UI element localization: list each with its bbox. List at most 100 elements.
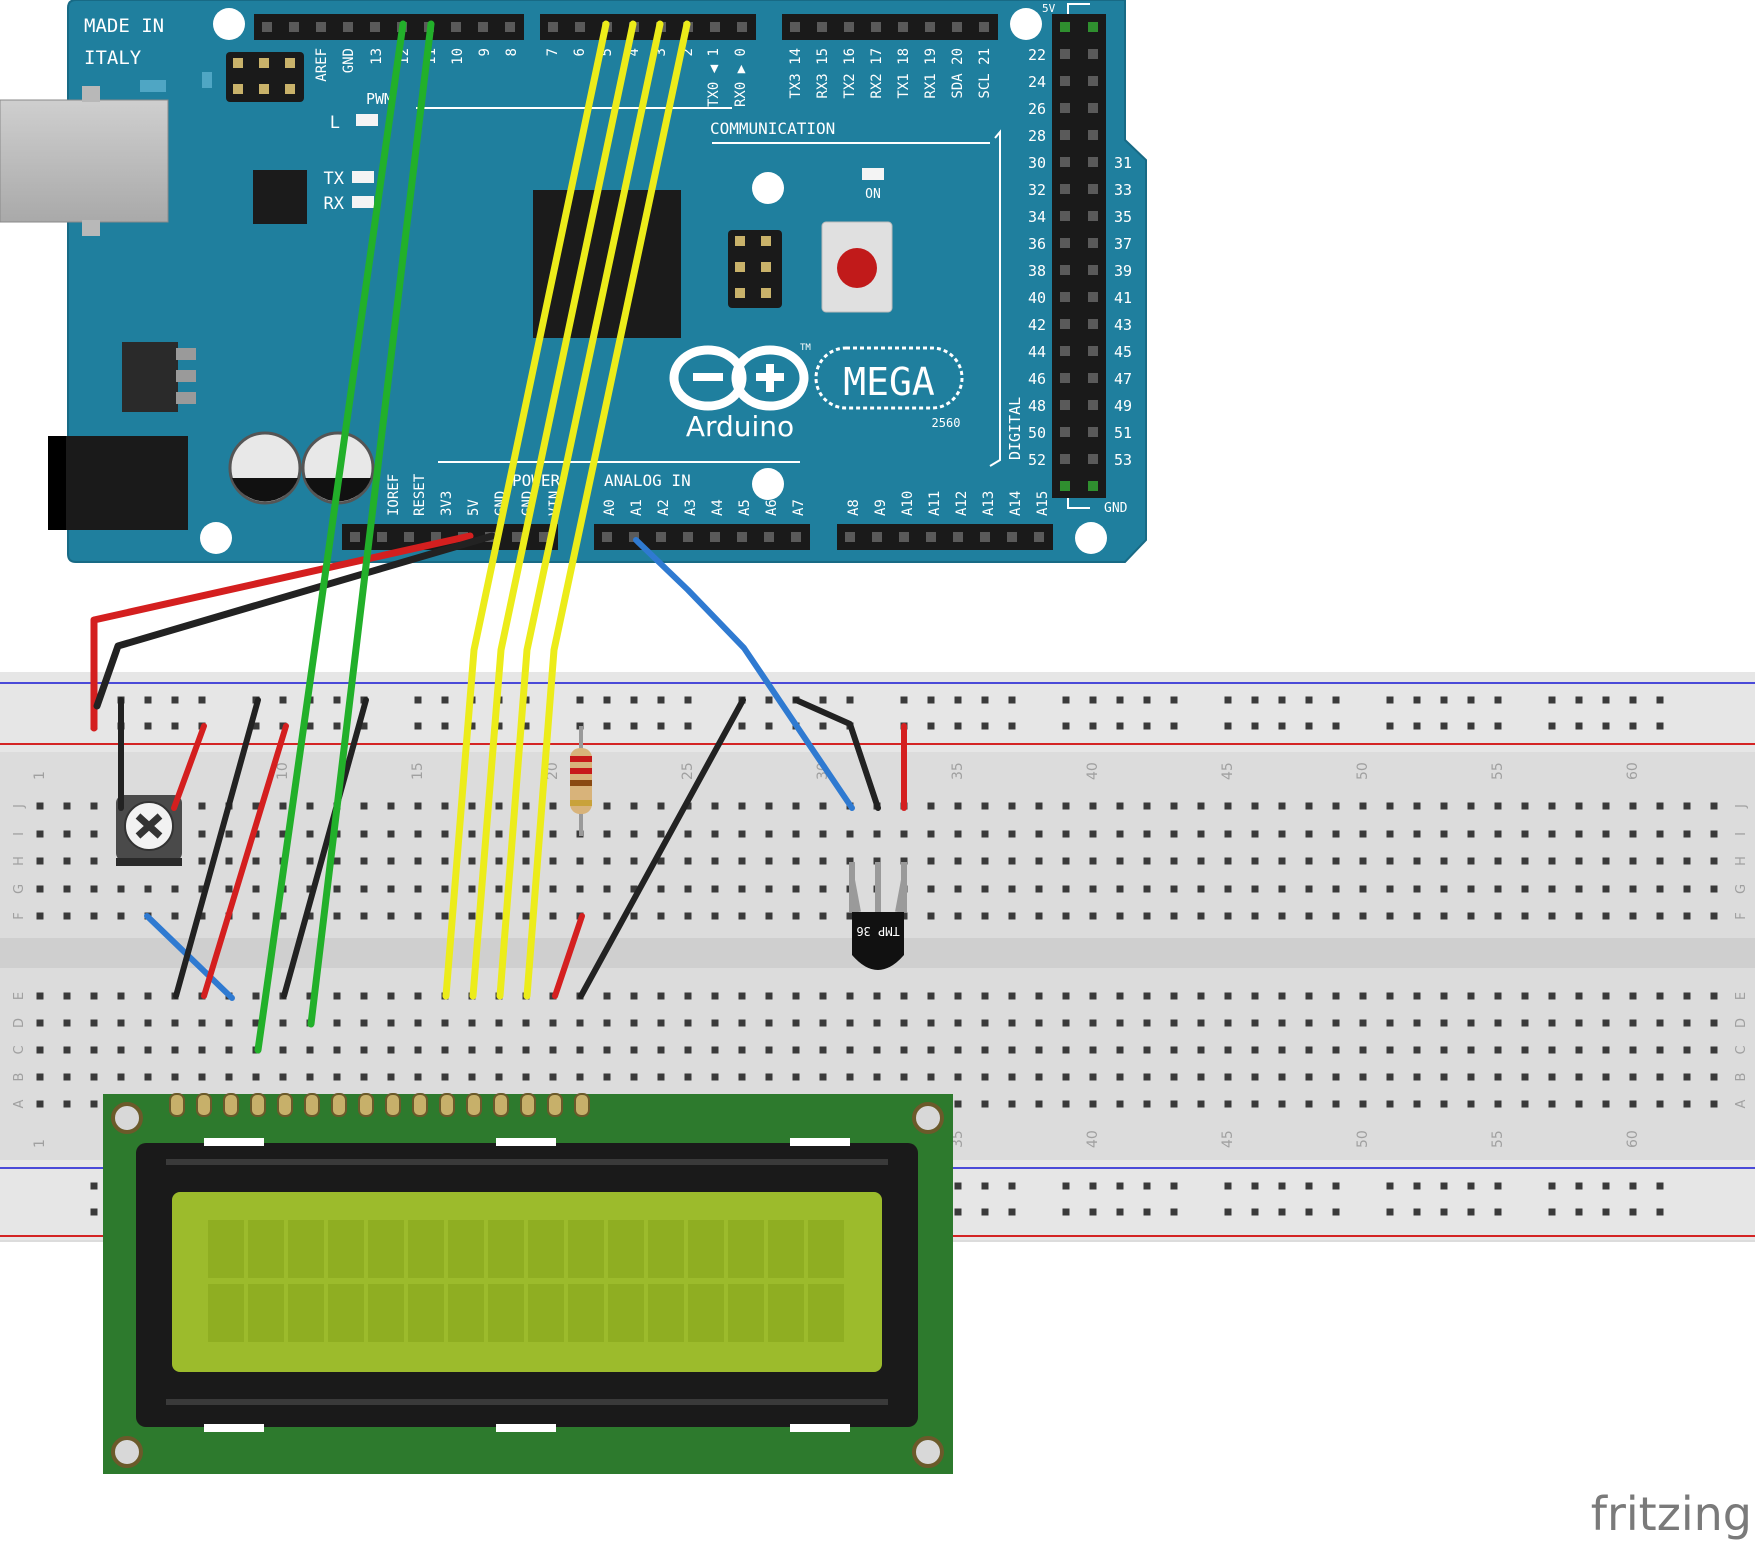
breadboard-hole	[117, 992, 125, 1000]
row-label: H	[12, 856, 27, 866]
breadboard-hole	[1440, 885, 1448, 893]
breadboard-hole	[198, 1073, 206, 1081]
breadboard-hole	[171, 1073, 179, 1081]
breadboard-hole	[522, 912, 530, 920]
breadboard-hole	[1467, 885, 1475, 893]
breadboard-hole	[1548, 1208, 1556, 1216]
breadboard-hole	[603, 885, 611, 893]
breadboard-hole	[1494, 857, 1502, 865]
breadboard-hole	[1440, 912, 1448, 920]
breadboard-hole	[954, 1182, 962, 1190]
breadboard-hole	[1683, 992, 1691, 1000]
breadboard-hole	[333, 696, 341, 704]
breadboard-hole	[1656, 1182, 1664, 1190]
breadboard-hole	[1548, 885, 1556, 893]
breadboard-hole	[117, 1046, 125, 1054]
breadboard-hole	[981, 992, 989, 1000]
breadboard-hole	[495, 802, 503, 810]
breadboard-hole	[603, 992, 611, 1000]
breadboard-hole	[1440, 1046, 1448, 1054]
lcd-cell	[768, 1284, 804, 1342]
breadboard-hole	[873, 830, 881, 838]
breadboard-hole	[1278, 885, 1286, 893]
reset-button[interactable]	[821, 221, 893, 313]
lcd-pin	[520, 1093, 536, 1117]
breadboard-hole	[1467, 1182, 1475, 1190]
column-label: 50	[1355, 762, 1371, 780]
wire-backlight	[552, 913, 585, 999]
breadboard-hole	[603, 696, 611, 704]
breadboard-hole	[1494, 802, 1502, 810]
breadboard-hole	[549, 830, 557, 838]
breadboard-hole	[1008, 1019, 1016, 1027]
breadboard-hole	[1602, 1208, 1610, 1216]
breadboard-hole	[1035, 830, 1043, 838]
breadboard-hole	[360, 830, 368, 838]
breadboard-hole	[1710, 1100, 1718, 1108]
lcd-cell	[648, 1284, 684, 1342]
breadboard-hole	[1251, 1182, 1259, 1190]
breadboard-hole	[1494, 1182, 1502, 1190]
lcd-cell	[328, 1220, 364, 1278]
breadboard-hole	[1413, 830, 1421, 838]
breadboard-hole	[441, 696, 449, 704]
breadboard-hole	[1440, 1208, 1448, 1216]
column-label: 60	[1625, 762, 1641, 780]
breadboard-hole	[1305, 830, 1313, 838]
breadboard-hole	[1008, 1073, 1016, 1081]
pin-label: 32	[1028, 181, 1046, 199]
breadboard-hole	[441, 885, 449, 893]
breadboard-hole	[1089, 1046, 1097, 1054]
pin-label: A7	[791, 499, 807, 516]
breadboard-hole	[1197, 830, 1205, 838]
breadboard-hole	[468, 1046, 476, 1054]
pin-label: A13	[981, 491, 997, 516]
breadboard-hole	[954, 1073, 962, 1081]
breadboard-hole	[1035, 1100, 1043, 1108]
breadboard-hole	[1143, 992, 1151, 1000]
lcd-cell	[808, 1220, 844, 1278]
pin-label: A0	[602, 499, 618, 516]
breadboard-hole	[819, 912, 827, 920]
breadboard-hole	[1224, 1019, 1232, 1027]
breadboard-hole	[1602, 1019, 1610, 1027]
breadboard-hole	[1062, 1182, 1070, 1190]
breadboard-hole	[306, 992, 314, 1000]
breadboard-hole	[819, 830, 827, 838]
breadboard-hole	[1008, 885, 1016, 893]
breadboard-hole	[90, 992, 98, 1000]
breadboard-hole	[90, 802, 98, 810]
breadboard-hole	[792, 912, 800, 920]
breadboard-hole	[954, 992, 962, 1000]
breadboard-hole	[1683, 1100, 1691, 1108]
breadboard-hole	[522, 1073, 530, 1081]
breadboard-hole	[765, 802, 773, 810]
breadboard-hole	[144, 1046, 152, 1054]
breadboard-hole	[1710, 830, 1718, 838]
pin-label: GND	[341, 48, 357, 73]
lcd-pin	[547, 1093, 563, 1117]
breadboard-hole	[171, 912, 179, 920]
breadboard-hole	[1494, 1019, 1502, 1027]
breadboard-hole	[468, 802, 476, 810]
breadboard-hole	[981, 722, 989, 730]
breadboard-hole	[1332, 992, 1340, 1000]
breadboard-hole	[279, 830, 287, 838]
breadboard-hole	[1332, 1182, 1340, 1190]
breadboard-hole	[765, 912, 773, 920]
breadboard-hole	[711, 885, 719, 893]
breadboard-hole	[1143, 1208, 1151, 1216]
breadboard-hole	[252, 1019, 260, 1027]
breadboard-hole	[360, 1046, 368, 1054]
breadboard-hole	[1629, 912, 1637, 920]
breadboard-hole	[819, 722, 827, 730]
pin-label: 5	[599, 48, 615, 56]
row-label: C	[1734, 1045, 1749, 1054]
breadboard-hole	[1035, 912, 1043, 920]
pin-label: RX3 15	[815, 48, 831, 99]
breadboard-hole	[1305, 1046, 1313, 1054]
row-label: A	[12, 1099, 27, 1108]
breadboard-hole	[1629, 696, 1637, 704]
breadboard-hole	[1440, 1100, 1448, 1108]
breadboard-hole	[1710, 1046, 1718, 1054]
